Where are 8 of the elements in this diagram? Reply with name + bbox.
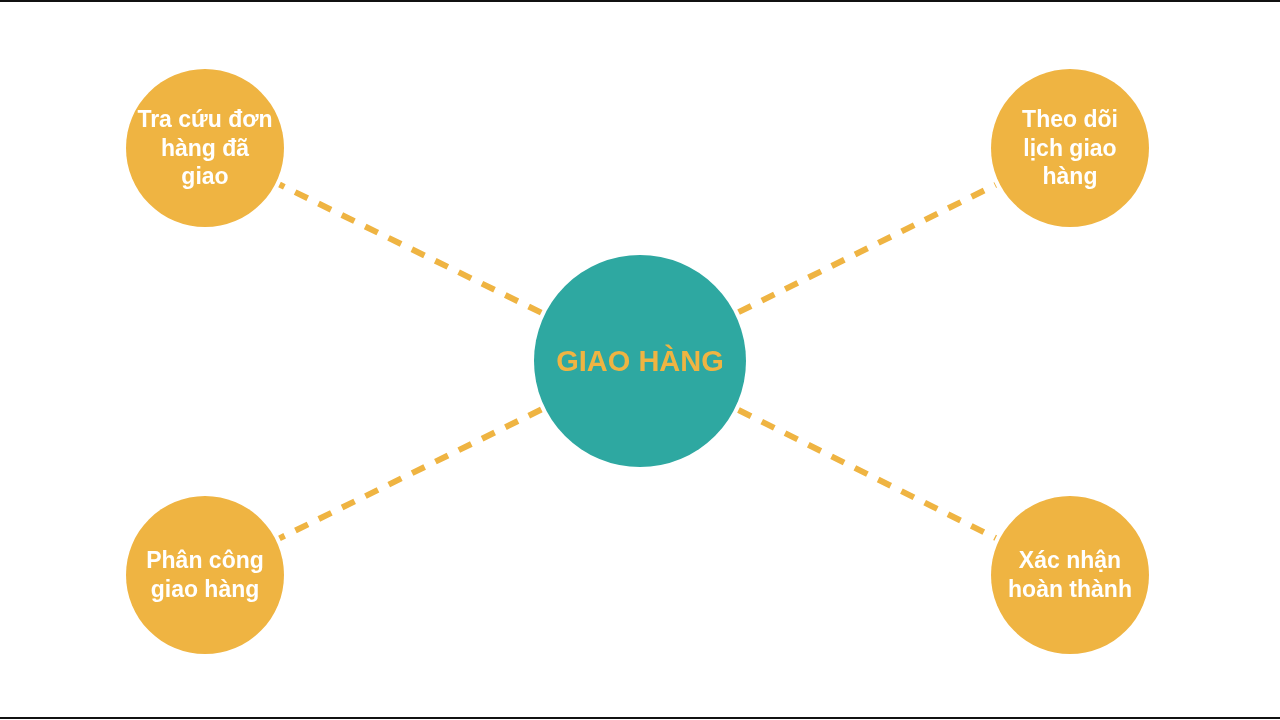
dashed-connector bbox=[737, 182, 997, 315]
node-label: Theo dõi lịch giao hàng bbox=[1021, 104, 1119, 192]
node-label: Xác nhận hoàn thành bbox=[1007, 546, 1133, 604]
node-label: Phân công giao hàng bbox=[145, 546, 265, 604]
dashed-connector bbox=[737, 407, 998, 541]
node-label: Tra cứu đơn hàng đã giao bbox=[136, 104, 274, 192]
node-label: GIAO HÀNG bbox=[556, 343, 724, 379]
dashed-connector bbox=[278, 181, 543, 316]
